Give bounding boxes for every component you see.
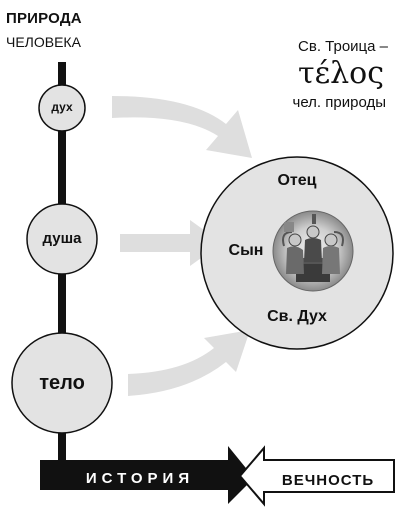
nature-title: ПРИРОДА: [6, 10, 82, 27]
telos-word: τέλος: [297, 56, 384, 91]
trinity-icon: [272, 210, 354, 292]
body-label: тело: [39, 372, 85, 394]
holy-spirit-label: Св. Дух: [267, 308, 327, 325]
trinity-caption-line3: чел. природы: [292, 94, 386, 111]
spirit-label: дух: [51, 100, 73, 114]
history-arrow: [40, 446, 254, 504]
history-label: ИСТОРИЯ: [85, 470, 195, 487]
father-label: Отец: [277, 172, 317, 189]
soul-label: душа: [42, 230, 82, 247]
spirit-node: [38, 84, 86, 132]
soul-node: [26, 203, 98, 275]
nature-subtitle: ЧЕЛОВЕКА: [6, 34, 81, 50]
body-node: [11, 332, 113, 434]
eternity-arrow: [238, 445, 395, 507]
son-label: Сын: [228, 242, 264, 259]
arrow-body: [128, 330, 250, 396]
eternity-label: ВЕЧНОСТЬ: [281, 472, 375, 489]
arrow-spirit: [112, 96, 252, 158]
trinity-caption-line1: Св. Троица –: [298, 38, 388, 55]
arrow-soul: [120, 220, 222, 266]
